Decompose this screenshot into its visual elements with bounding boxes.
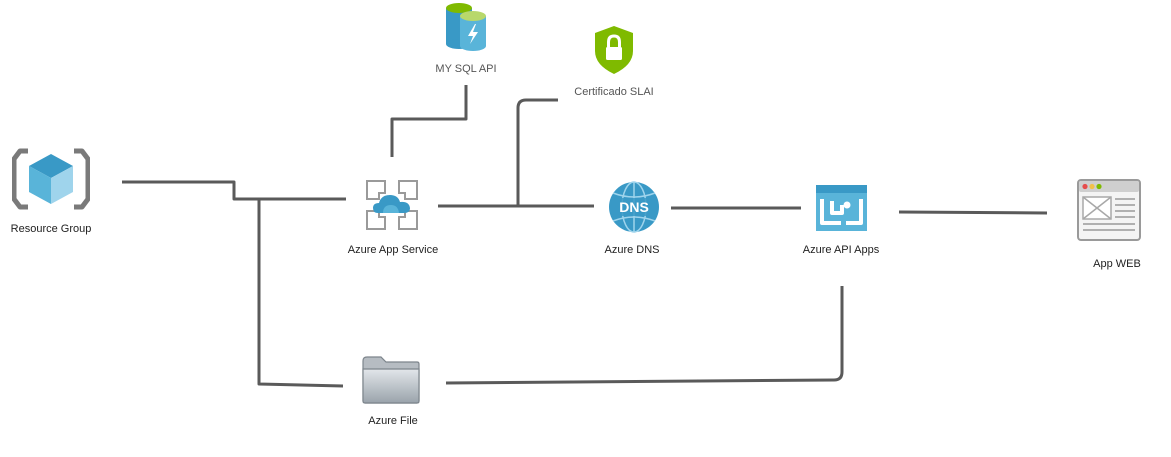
resource-group-node[interactable]: [12, 147, 90, 211]
dns-label: Azure DNS: [604, 244, 660, 256]
app-service-cloud-icon: [366, 180, 418, 230]
connector-rg-file: [257, 199, 344, 388]
app-web-node[interactable]: [1077, 179, 1141, 241]
app-service-label: Azure App Service: [347, 244, 439, 256]
connector-certificate: [516, 98, 558, 206]
shield-lock-icon: [595, 26, 633, 74]
certificate-label: Certificado SLAI: [574, 86, 654, 98]
connector-appservice-mysql: [390, 85, 468, 157]
dns-node[interactable]: DNS: [608, 181, 660, 233]
api-apps-icon: [816, 185, 867, 231]
certificate-node[interactable]: [594, 25, 634, 75]
api-apps-label: Azure API Apps: [802, 244, 880, 256]
svg-text:DNS: DNS: [619, 199, 649, 215]
mysql-node[interactable]: [444, 2, 490, 52]
app-service-node[interactable]: [365, 179, 419, 231]
connector-rg-appservice: [122, 180, 346, 201]
resource-group-label: Resource Group: [10, 223, 92, 235]
file-label: Azure File: [368, 415, 418, 427]
mysql-label: MY SQL API: [435, 63, 497, 75]
resource-group-cube-icon: [12, 148, 90, 210]
database-lightning-icon: [446, 3, 486, 51]
connector-apiapps-file: [445, 286, 844, 385]
api-apps-node[interactable]: [816, 185, 867, 231]
file-node[interactable]: [361, 355, 421, 405]
app-web-label: App WEB: [1093, 258, 1141, 270]
browser-window-icon: [1077, 179, 1141, 241]
connector-apiapps-appweb: [898, 210, 1048, 215]
dns-globe-icon: DNS: [609, 181, 659, 233]
folder-icon: [362, 356, 420, 404]
